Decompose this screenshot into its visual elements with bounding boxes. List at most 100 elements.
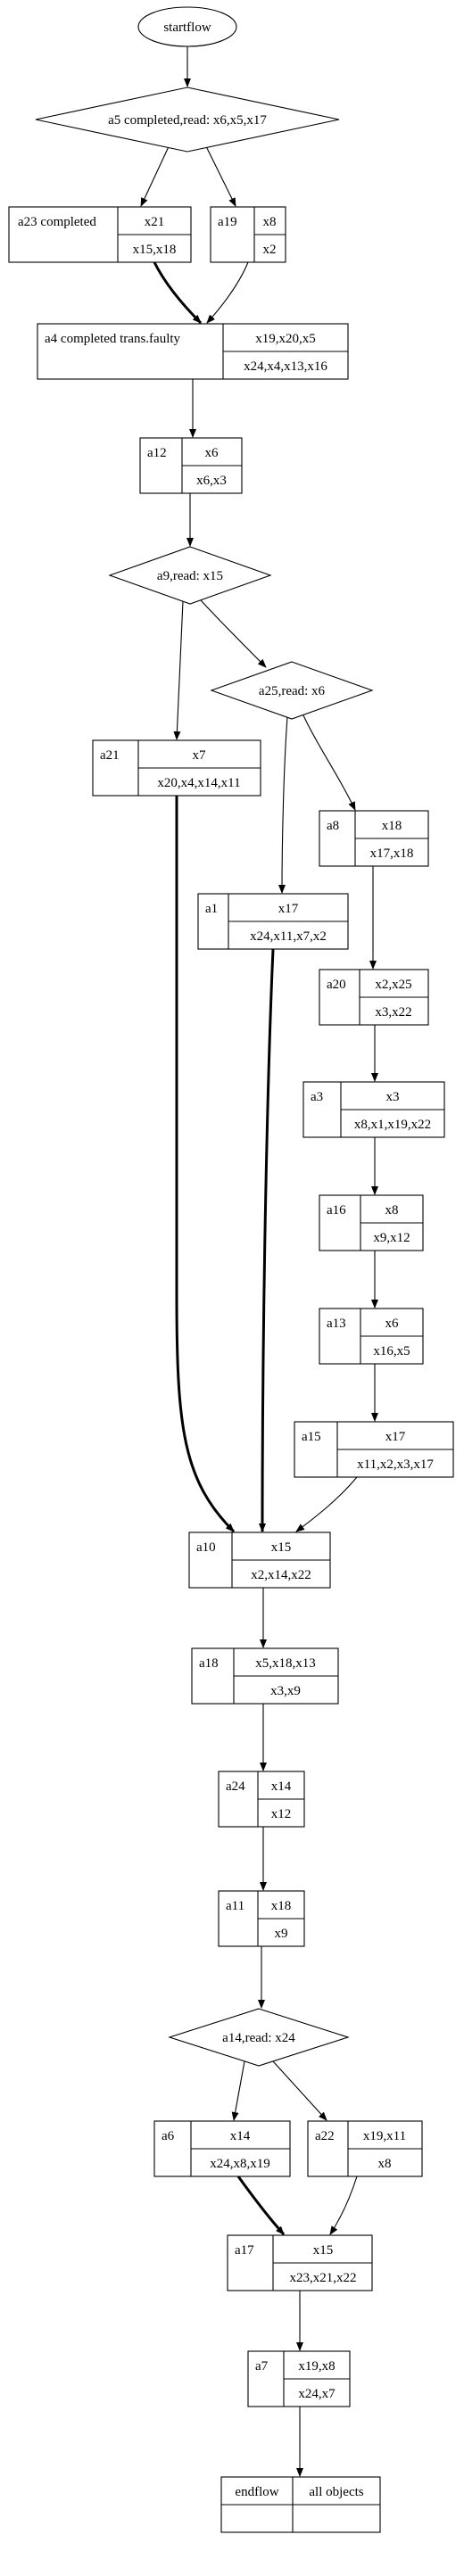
node-a12-bottom: x6,x3 bbox=[196, 474, 227, 488]
decision-a25-label: a25,read: x6 bbox=[259, 684, 326, 698]
edge-a19-to-a4 bbox=[206, 261, 249, 324]
start-node: startflow bbox=[137, 6, 237, 47]
node-a3-name: a3 bbox=[311, 1090, 323, 1104]
node-a8-top: x18 bbox=[382, 819, 402, 833]
node-a7: a7 x19,x8 x24,x7 bbox=[247, 2350, 351, 2407]
node-a13-bottom: x16,x5 bbox=[373, 1344, 410, 1358]
node-a6: a6 x14 x24,x8,x19 bbox=[153, 2120, 291, 2177]
node-a23-name: a23 completed bbox=[18, 215, 96, 229]
edge-a21-to-a10 bbox=[175, 795, 236, 1533]
edge-a15-to-a10 bbox=[295, 1476, 358, 1532]
node-a15-name: a15 bbox=[302, 1430, 321, 1444]
node-a4-name: a4 completed trans.faulty bbox=[45, 332, 181, 346]
node-a13: a13 x6 x16,x5 bbox=[319, 1308, 424, 1365]
nodes: startflow a5 completed,read: x6,x5,x17 a… bbox=[8, 6, 454, 2533]
node-a10-name: a10 bbox=[196, 1540, 216, 1555]
edge-a22-to-a17 bbox=[329, 2176, 358, 2235]
node-a8-bottom: x17,x18 bbox=[370, 846, 414, 861]
decision-a25: a25,read: x6 bbox=[210, 661, 374, 720]
start-label: startflow bbox=[163, 21, 211, 35]
node-a1-bottom: x24,x11,x7,x2 bbox=[250, 929, 327, 944]
edge-a9-to-a21 bbox=[173, 600, 184, 740]
edge-a5-to-a23 bbox=[140, 140, 172, 207]
node-a19-name: a19 bbox=[218, 215, 237, 229]
node-a24-top: x14 bbox=[271, 1779, 292, 1794]
node-a17-bottom: x23,x21,x22 bbox=[290, 2271, 357, 2285]
node-a16-bottom: x9,x12 bbox=[373, 1231, 410, 1245]
node-a6-name: a6 bbox=[162, 2129, 175, 2143]
node-a1-top: x17 bbox=[278, 902, 299, 916]
node-a7-top: x19,x8 bbox=[298, 2359, 335, 2374]
edge-a1-to-a10 bbox=[259, 948, 275, 1532]
node-a15: a15 x17 x11,x2,x3,x17 bbox=[294, 1421, 454, 1478]
node-a18-name: a18 bbox=[199, 1656, 219, 1671]
node-a6-bottom: x24,x8,x19 bbox=[210, 2157, 270, 2171]
node-a11-top: x18 bbox=[271, 1899, 292, 1913]
node-a10-top: x15 bbox=[271, 1540, 292, 1555]
decision-a5: a5 completed,read: x6,x5,x17 bbox=[35, 87, 340, 153]
decision-a9-label: a9,read: x15 bbox=[157, 569, 223, 583]
node-a10: a10 x15 x2,x14,x22 bbox=[188, 1532, 331, 1589]
node-a16-top: x8 bbox=[385, 1203, 399, 1218]
node-a3-top: x3 bbox=[386, 1090, 400, 1104]
node-a16: a16 x8 x9,x12 bbox=[319, 1194, 424, 1251]
node-a20-top: x2,x25 bbox=[375, 978, 411, 992]
node-a17: a17 x15 x23,x21,x22 bbox=[227, 2234, 373, 2291]
node-a11-bottom: x9 bbox=[275, 1927, 288, 1941]
node-a17-name: a17 bbox=[235, 2243, 254, 2258]
node-a18-bottom: x3,x9 bbox=[270, 1684, 301, 1698]
node-a4: a4 completed trans.faulty x19,x20,x5 x24… bbox=[37, 323, 349, 380]
node-a17-top: x15 bbox=[313, 2243, 334, 2258]
node-a18-top: x5,x18,x13 bbox=[255, 1656, 316, 1671]
node-a20-name: a20 bbox=[327, 978, 346, 992]
node-a13-top: x6 bbox=[385, 1317, 400, 1331]
node-a20: a20 x2,x25 x3,x22 bbox=[319, 969, 429, 1026]
node-a19-top: x8 bbox=[263, 215, 277, 229]
node-a15-bottom: x11,x2,x3,x17 bbox=[357, 1457, 434, 1472]
node-a22-bottom: x8 bbox=[378, 2157, 392, 2171]
node-a3: a3 x3 x8,x1,x19,x22 bbox=[302, 1081, 445, 1138]
node-a21-bottom: x20,x4,x14,x11 bbox=[157, 776, 240, 790]
node-a8: a8 x18 x17,x18 bbox=[319, 810, 429, 867]
node-a24-name: a24 bbox=[226, 1779, 245, 1794]
edge-a5-to-a19 bbox=[203, 140, 236, 207]
edge-a14-to-a22 bbox=[272, 2060, 327, 2121]
node-a7-name: a7 bbox=[255, 2359, 269, 2374]
node-endflow-top: all objects bbox=[309, 2485, 363, 2499]
edge-a25-to-a8 bbox=[302, 714, 356, 811]
node-a16-name: a16 bbox=[327, 1203, 346, 1218]
node-a23-bottom: x15,x18 bbox=[133, 243, 177, 257]
node-a15-top: x17 bbox=[385, 1430, 406, 1444]
node-a4-bottom: x24,x4,x13,x16 bbox=[244, 359, 327, 374]
node-a4-top: x19,x20,x5 bbox=[255, 332, 316, 346]
node-a23-top: x21 bbox=[145, 215, 165, 229]
node-a24: a24 x14 x12 bbox=[218, 1771, 305, 1828]
node-a22-top: x19,x11 bbox=[363, 2129, 406, 2143]
node-a19: a19 x8 x2 bbox=[210, 206, 286, 263]
node-a12: a12 x6 x6,x3 bbox=[139, 437, 243, 494]
decision-a14-label: a14,read: x24 bbox=[222, 2031, 295, 2045]
decision-a5-label: a5 completed,read: x6,x5,x17 bbox=[108, 113, 267, 128]
edge-a25-to-a1 bbox=[278, 716, 288, 894]
node-a23: a23 completed x21 x15,x18 bbox=[8, 206, 192, 263]
node-a12-name: a12 bbox=[147, 446, 167, 460]
node-a11-name: a11 bbox=[226, 1899, 244, 1913]
decision-a9: a9,read: x15 bbox=[108, 546, 272, 605]
node-a7-bottom: x24,x7 bbox=[298, 2387, 336, 2401]
decision-a14: a14,read: x24 bbox=[168, 2008, 350, 2067]
node-endflow-name: endflow bbox=[235, 2485, 278, 2499]
node-a22: a22 x19,x11 x8 bbox=[307, 2120, 423, 2177]
node-a11: a11 x18 x9 bbox=[218, 1890, 305, 1947]
node-a1-name: a1 bbox=[205, 902, 218, 916]
edge-a9-to-a25 bbox=[200, 599, 267, 668]
node-a10-bottom: x2,x14,x22 bbox=[251, 1568, 311, 1582]
node-a21: a21 x7 x20,x4,x14,x11 bbox=[92, 739, 261, 797]
node-a18: a18 x5,x18,x13 x3,x9 bbox=[191, 1647, 339, 1705]
node-a21-top: x7 bbox=[193, 748, 207, 763]
node-endflow: endflow all objects bbox=[220, 2476, 381, 2533]
node-a19-bottom: x2 bbox=[263, 243, 277, 257]
node-a21-name: a21 bbox=[100, 748, 120, 763]
node-a24-bottom: x12 bbox=[271, 1807, 292, 1821]
node-a20-bottom: x3,x22 bbox=[375, 1005, 411, 1020]
